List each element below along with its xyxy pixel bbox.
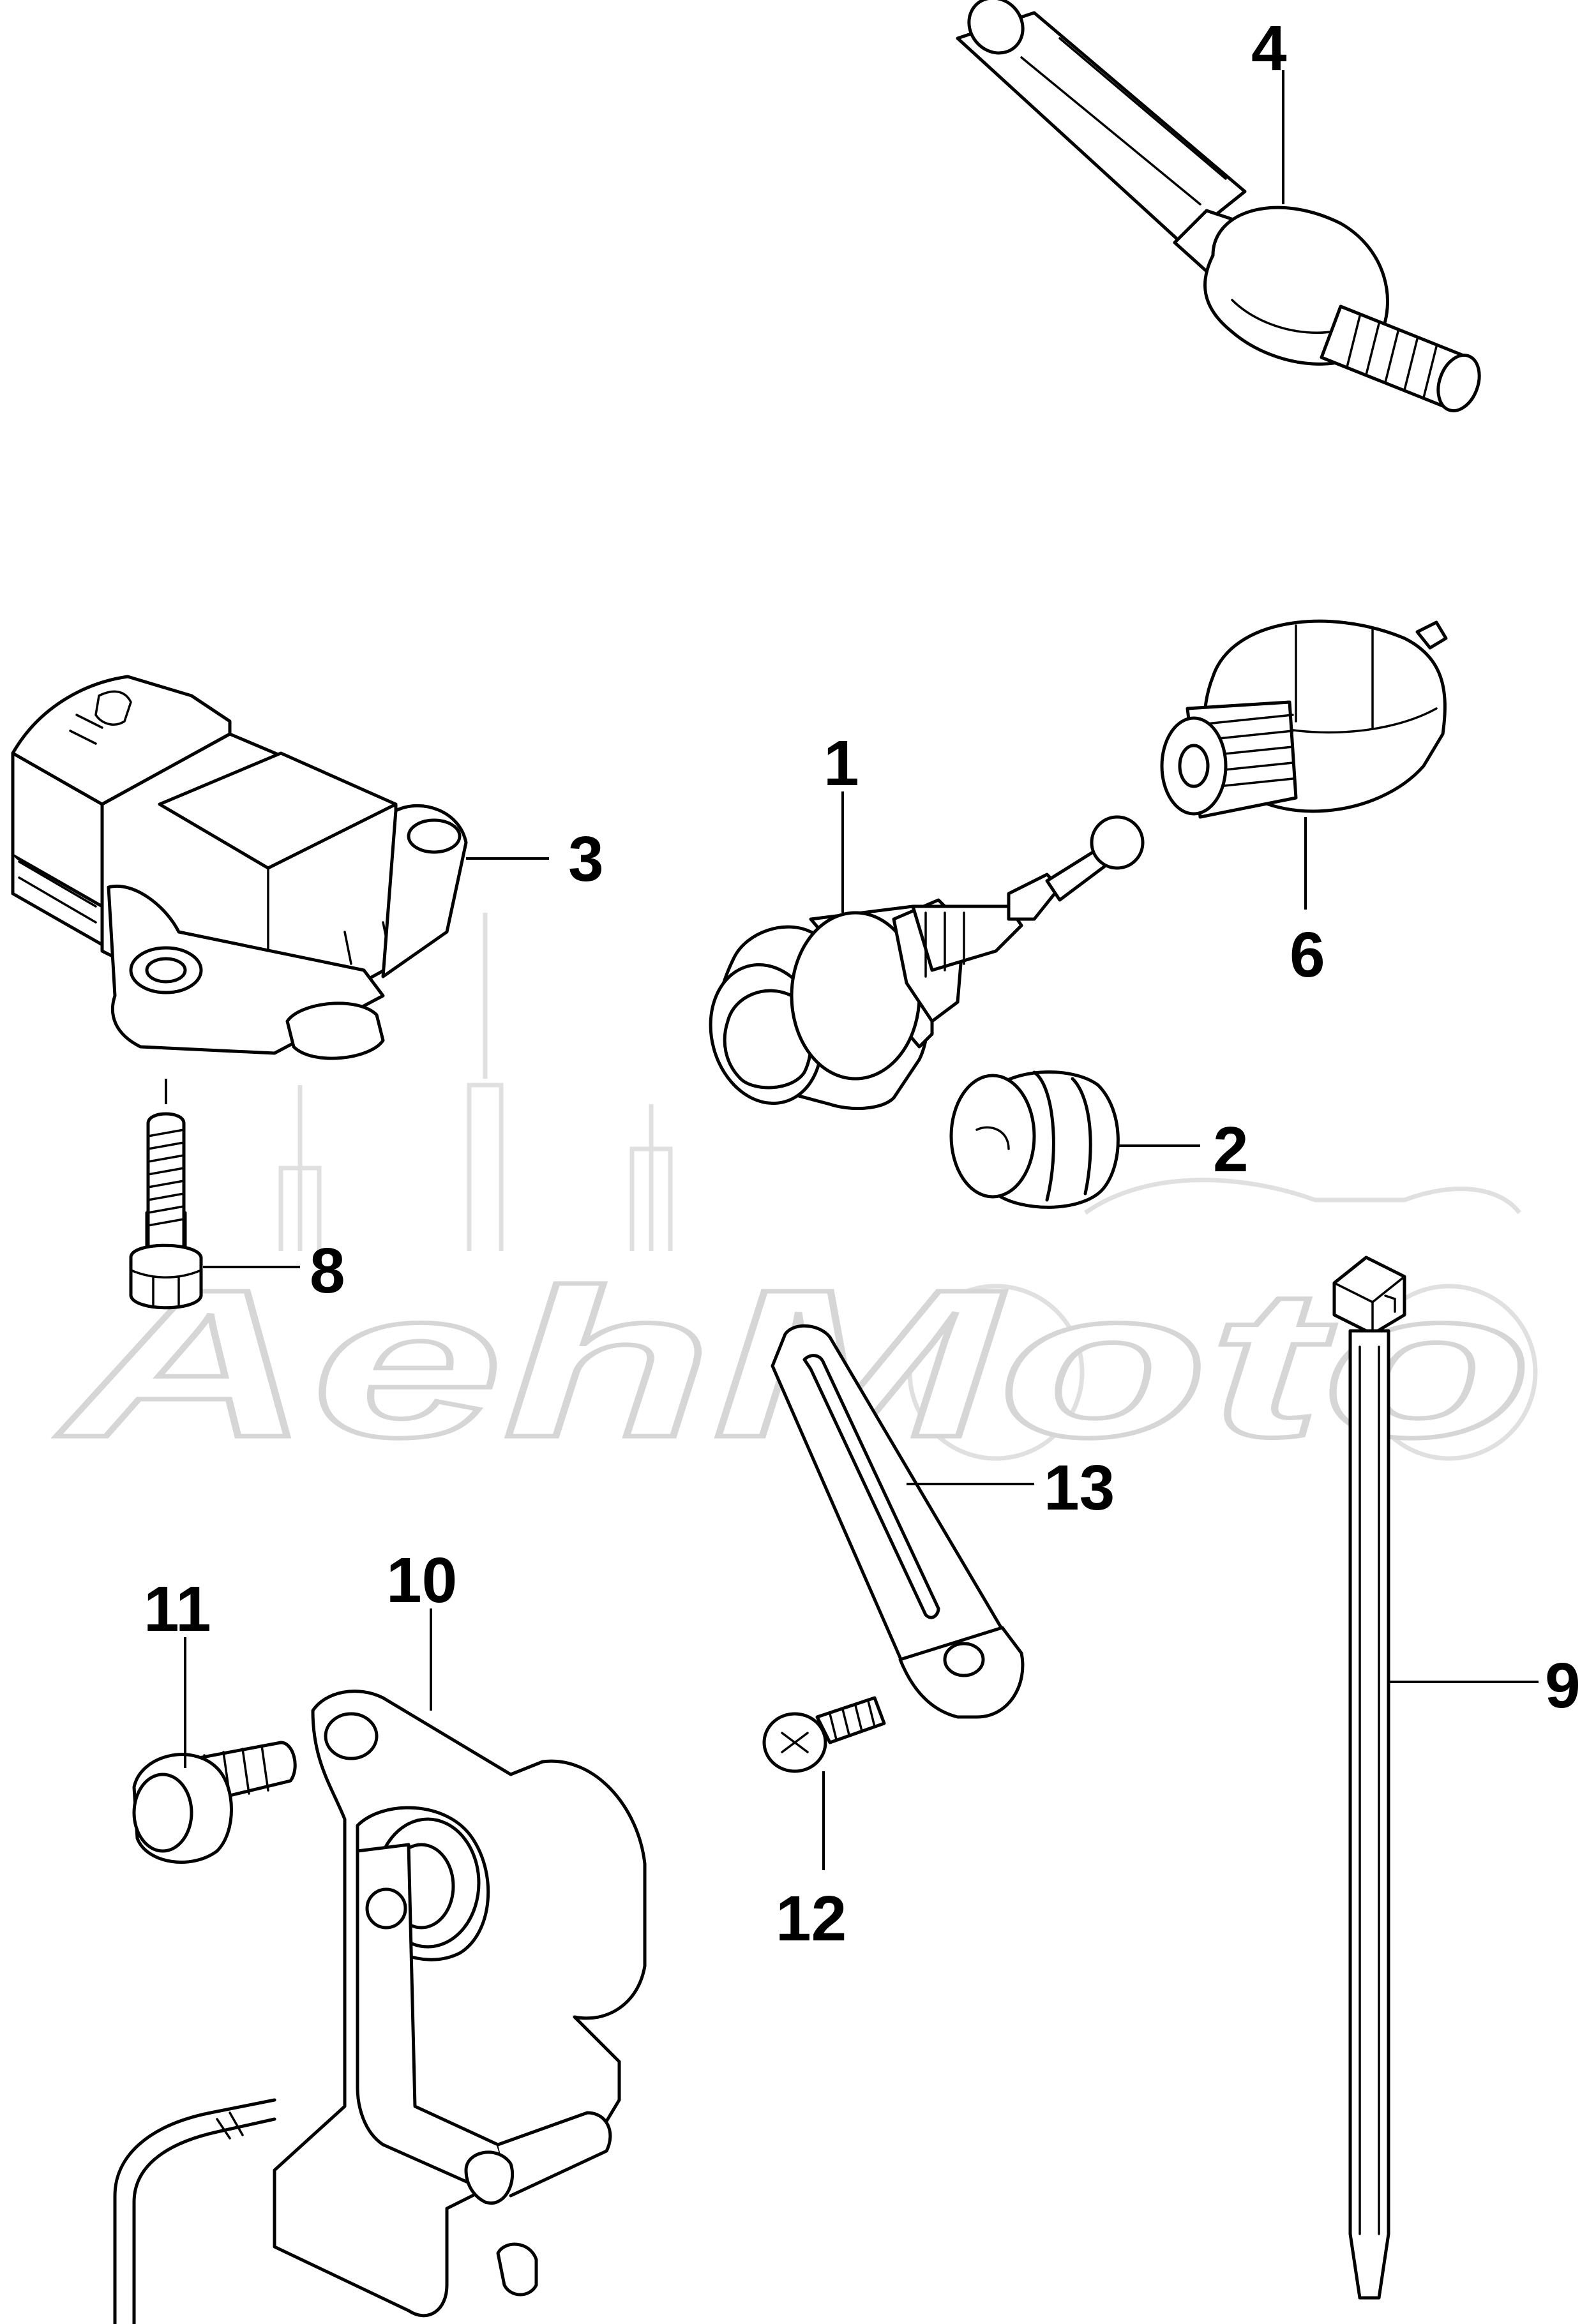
watermark-text: AehMoto <box>53 1245 1532 1481</box>
callout-10: 10 <box>386 1545 457 1616</box>
part-1-iat-sensor <box>709 815 1145 1110</box>
part-8-bolt <box>129 1112 203 1310</box>
callout-3: 3 <box>568 823 604 895</box>
callout-13: 13 <box>1044 1452 1115 1524</box>
part-9-cable-tie <box>1332 1256 1406 2300</box>
part-6-knock-sensor <box>1160 619 1448 819</box>
callouts: 4 1 3 6 2 8 13 10 11 9 12 <box>144 13 1581 1954</box>
part-12-screw <box>762 1696 886 1773</box>
part-13-bracket <box>771 1324 1025 1719</box>
callout-11: 11 <box>144 1573 211 1645</box>
callout-9: 9 <box>1545 1650 1581 1721</box>
callout-6: 6 <box>1290 919 1325 991</box>
part-11-bolt <box>132 1741 297 1864</box>
part-3-map-sensor <box>11 675 468 1060</box>
callout-12: 12 <box>776 1883 847 1954</box>
watermark: AehMoto <box>51 913 1538 1483</box>
part-4-temp-sender <box>956 0 1481 413</box>
part-2-grommet <box>949 1070 1120 1209</box>
callout-4: 4 <box>1251 13 1287 84</box>
leader-lines <box>165 70 1539 1870</box>
callout-2: 2 <box>1213 1114 1249 1185</box>
part-10-tps <box>113 1690 647 2324</box>
callout-1: 1 <box>824 728 859 799</box>
callout-8: 8 <box>310 1235 345 1307</box>
